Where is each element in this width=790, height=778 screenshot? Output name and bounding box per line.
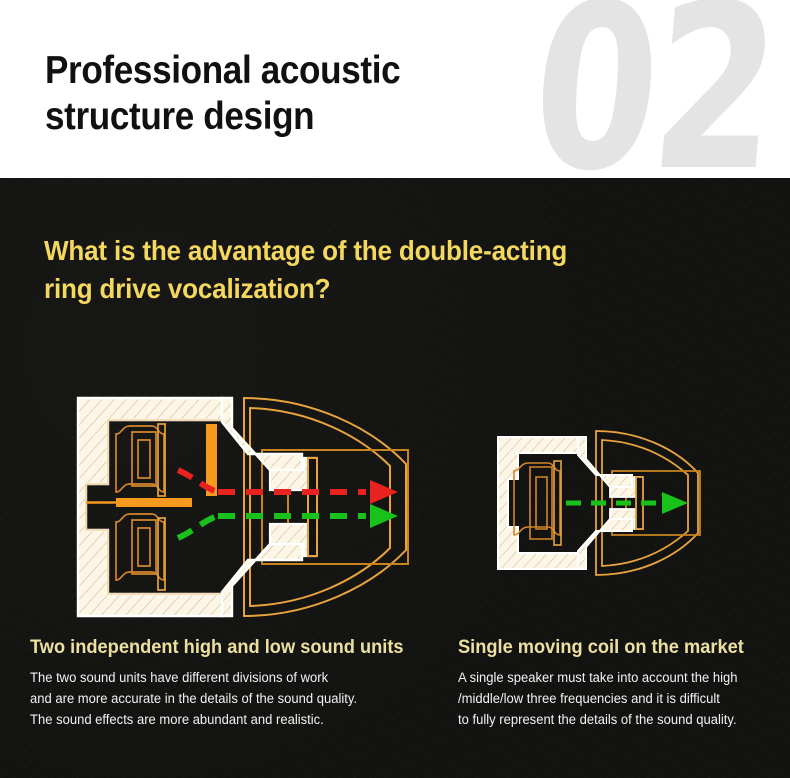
nozzle-collar <box>609 476 644 530</box>
section-number-watermark: 02 <box>523 0 784 178</box>
arrow-high-frequency <box>176 467 366 495</box>
driver-unit-high <box>115 423 166 497</box>
caption-left-title: Two independent high and low sound units <box>30 637 404 658</box>
caption-right-body: A single speaker must take into account … <box>458 670 738 727</box>
divider-plate <box>86 498 192 507</box>
content-panel: What is the advantage of the double-acti… <box>0 178 790 778</box>
diagram-single-driver <box>492 423 712 588</box>
arrowhead-full-range <box>662 492 688 514</box>
nozzle-collar <box>268 456 318 558</box>
page-title: Professional acoustic structure design <box>45 49 401 138</box>
driver-unit-low <box>115 513 166 591</box>
arrowhead-low-frequency <box>370 504 398 528</box>
caption-right-title: Single moving coil on the market <box>458 637 744 658</box>
caption-left-body: The two sound units have different divis… <box>30 670 358 727</box>
driver-unit-fullrange <box>513 460 562 546</box>
header-band: 02 Professional acoustic structure desig… <box>0 0 790 178</box>
ear-tip-shell <box>243 396 407 618</box>
caption-single-driver: Single moving coil on the market A singl… <box>458 636 780 730</box>
section-question: What is the advantage of the double-acti… <box>44 235 568 304</box>
arrowhead-high-frequency <box>370 480 398 504</box>
ear-tip-shell <box>595 430 699 576</box>
vertical-baffle <box>206 424 217 496</box>
arrow-low-frequency <box>176 513 366 541</box>
caption-dual-driver: Two independent high and low sound units… <box>30 636 450 730</box>
diagram-dual-driver <box>72 392 412 627</box>
